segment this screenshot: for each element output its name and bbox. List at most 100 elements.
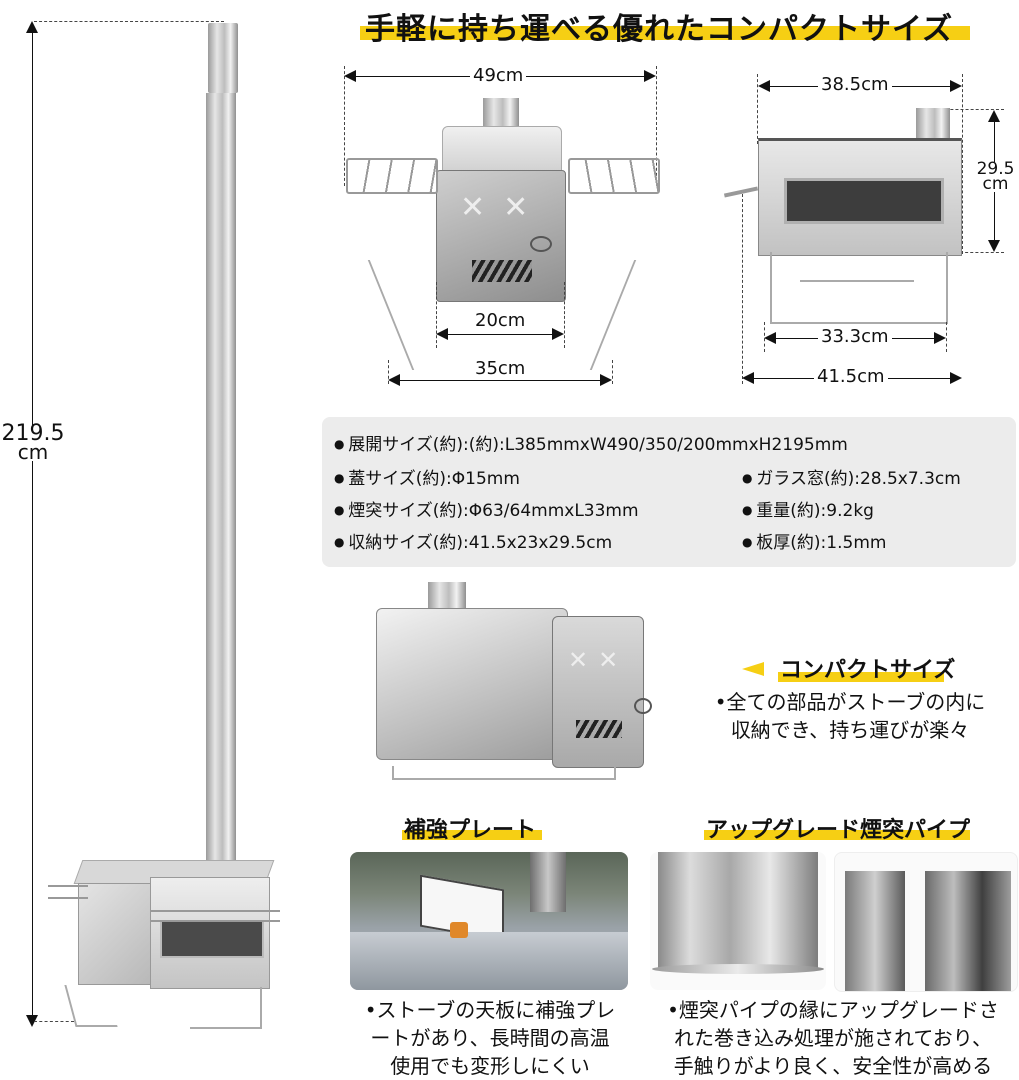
spec-weight: 重量(約):9.2kg — [742, 496, 874, 521]
feature1-caption: •ストーブの天板に補強プレ ートがあり、長時間の高温 使用でも変形しにくい — [340, 996, 640, 1080]
reinforcement-plate-photo — [350, 852, 628, 990]
side-legs — [770, 252, 948, 324]
plate-chimney — [530, 852, 566, 912]
side-handle — [723, 186, 759, 198]
spec-lid-size: 蓋サイズ(約):Φ15mm — [334, 464, 520, 489]
dim-line — [398, 380, 602, 381]
height-value: 219.5 — [1, 421, 65, 446]
front-width-label: 49cm — [470, 65, 527, 86]
side-shelf-rack — [48, 885, 88, 899]
guide — [612, 360, 613, 384]
arrow-up — [988, 110, 1000, 122]
side-chimney — [916, 108, 950, 138]
body-width-label: 20cm — [472, 310, 529, 331]
compact-stove-photo: ✕✕ — [372, 580, 662, 795]
arrow-down — [988, 240, 1000, 252]
photo-chimney-stub — [428, 582, 466, 612]
height-arrow-bottom — [26, 1015, 38, 1027]
feature1-title-highlight — [402, 830, 542, 840]
spec-deployed-size: 展開サイズ(約):(約):L385mmxW490/350/200mmxH2195… — [334, 430, 848, 455]
caption-line: •ストーブの天板に補強プレ — [364, 998, 616, 1022]
compact-feature-title: コンパクトサイズ — [780, 658, 956, 683]
arrow-left — [344, 70, 356, 82]
side-top-width-label: 38.5cm — [818, 74, 892, 95]
front-view-figure: 49cm ✕✕ 20cm 35cm — [330, 60, 670, 400]
caption-line: •全ての部品がストーブの内に — [714, 690, 986, 714]
guide — [656, 66, 657, 186]
front-shelf-rack — [150, 910, 280, 922]
tall-stove-figure: 219.5 cm — [0, 15, 300, 1045]
chimney-pipe — [206, 93, 236, 873]
plate-stove-top — [350, 932, 628, 990]
arrow-left — [764, 332, 776, 344]
photo-handle-ring — [634, 698, 652, 714]
guide — [742, 194, 743, 384]
spec-storage-size: 収納サイズ(約):41.5x23x29.5cm — [334, 528, 612, 553]
guide — [757, 74, 758, 144]
pipe-body — [658, 852, 818, 968]
height-guide-top — [34, 21, 224, 22]
caption-line: 使用でも変形しにくい — [390, 1054, 590, 1078]
pipe-closeup-left — [845, 871, 905, 991]
feature2-caption: •煙突パイプの縁にアップグレードさ れた巻き込み処理が施されており、 手触りがよ… — [648, 996, 1018, 1080]
side-view-figure: 38.5cm 29.5 cm 33.3cm 41.5cm — [720, 60, 1019, 400]
chimney-cap — [208, 23, 238, 93]
arrow-left — [742, 372, 754, 384]
caption-line: 手触りがより良く、安全性が高める — [673, 1054, 993, 1078]
title-highlight — [360, 26, 970, 40]
height-label: 219.5 cm — [0, 421, 66, 464]
stove-leg-right — [190, 987, 262, 1029]
spec-chimney-size: 煙突サイズ(約):Φ63/64mmxL33mm — [334, 496, 638, 521]
yellow-left-arrow-icon — [742, 662, 764, 676]
leg-span-label: 35cm — [472, 358, 529, 379]
side-leg-width-label: 33.3cm — [818, 326, 892, 347]
side-height-value: 29.5 — [976, 159, 1015, 179]
arrow-left — [388, 374, 400, 386]
side-leg-brace — [800, 280, 914, 302]
photo-base-rack — [392, 766, 616, 780]
feature2-title: アップグレード煙突パイプ — [706, 818, 971, 843]
page-title: 手軽に持ち運べる優れたコンパクトサイズ — [365, 12, 954, 47]
front-stove-top — [442, 126, 562, 176]
arrow-left — [758, 80, 770, 92]
side-height-label: 29.5 cm — [972, 159, 1019, 194]
arrow-right — [950, 80, 962, 92]
door-vent — [472, 260, 532, 282]
plate-fire-glow — [450, 922, 468, 938]
side-height-unit: cm — [982, 174, 1009, 194]
side-total-width-label: 41.5cm — [814, 366, 888, 387]
photo-stove-body — [376, 608, 568, 760]
guide — [344, 66, 345, 186]
stove-side-panel — [78, 883, 152, 985]
feature2-title-highlight — [704, 830, 970, 840]
caption-line: ートがあり、長時間の高温 — [370, 1026, 610, 1050]
spec-glass-window: ガラス窓(約):28.5x7.3cm — [742, 464, 961, 489]
guide — [960, 252, 1004, 253]
arrow-right — [552, 328, 564, 340]
compact-feature-text: •全ての部品がストーブの内に 収納でき、持ち運びが楽々 — [690, 688, 1010, 744]
guide — [946, 322, 947, 352]
arrow-right — [644, 70, 656, 82]
caption-line: •煙突パイプの縁にアップグレードさ — [667, 998, 999, 1022]
dim-line — [446, 334, 554, 335]
guide — [962, 74, 963, 254]
chimney-pipe-photo-1 — [650, 852, 826, 990]
pipe-rolled-rim — [652, 964, 824, 974]
photo-vent — [576, 720, 622, 738]
height-guide-bottom — [34, 1021, 74, 1022]
height-unit: cm — [17, 440, 49, 464]
caption-line: 収納でき、持ち運びが楽々 — [730, 718, 970, 742]
arrow-left — [436, 328, 448, 340]
side-rack-left — [346, 158, 438, 194]
pipe-closeup-right — [925, 871, 1011, 991]
feature1-title: 補強プレート — [404, 818, 537, 843]
photo-stove-front — [552, 616, 644, 768]
door-handle-ring — [530, 236, 552, 252]
stove-glass-window — [160, 920, 264, 958]
caption-line: れた巻き込み処理が施されており、 — [674, 1026, 992, 1050]
arrow-right — [600, 374, 612, 386]
photo-x-marks: ✕✕ — [568, 646, 629, 674]
guide — [388, 360, 389, 384]
guide — [436, 282, 437, 348]
arrow-right — [950, 372, 962, 384]
